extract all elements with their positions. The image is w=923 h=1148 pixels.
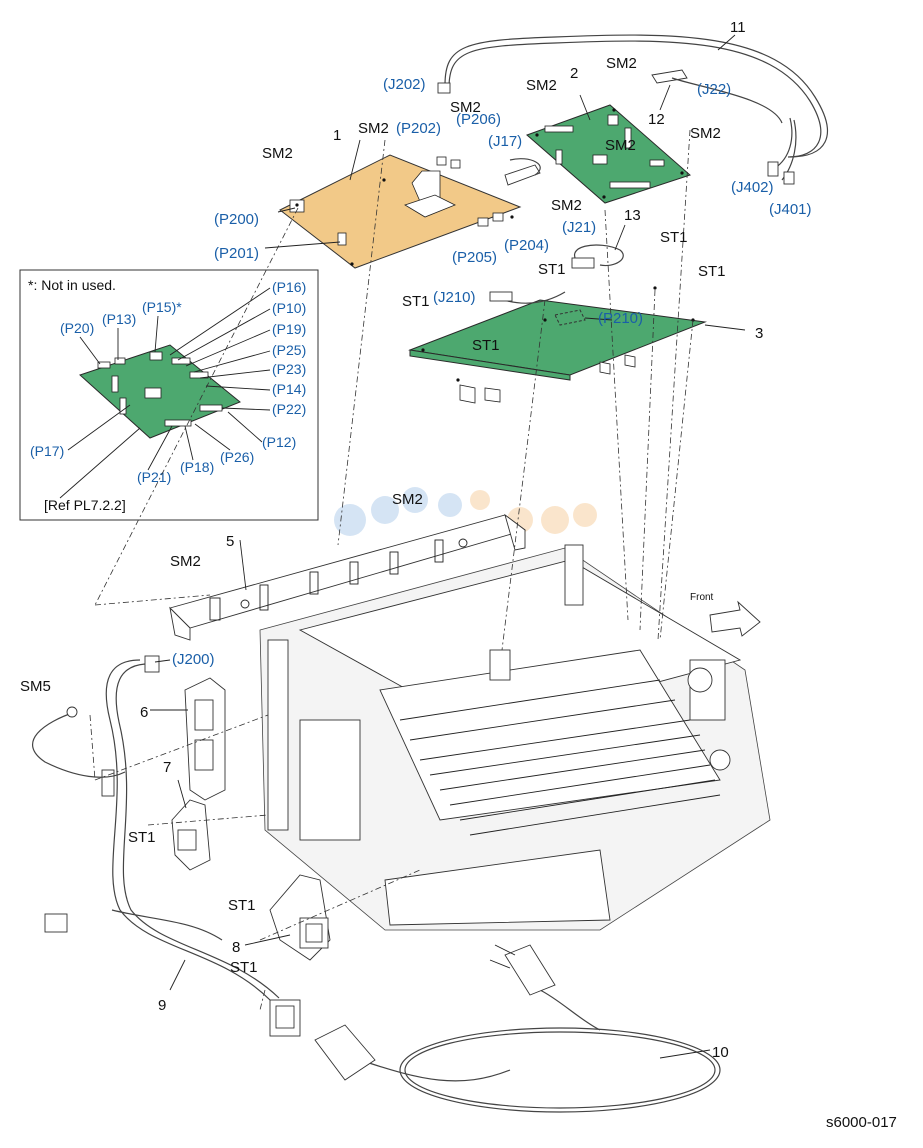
connector-label-p200: (P200) (214, 211, 259, 228)
part-number-12: 12 (648, 111, 665, 128)
inset-connector-p25: (P25) (272, 342, 306, 358)
cable-j17 (504, 158, 541, 186)
inset-connector-p20: (P20) (60, 320, 94, 336)
board-2 (526, 104, 691, 204)
screw-label-sm2: SM2 (526, 77, 557, 94)
screw-label-sm2: SM2 (262, 145, 293, 162)
part-number-2: 2 (570, 65, 578, 82)
part-number-10: 10 (712, 1044, 729, 1061)
screw-label-sm2: SM2 (605, 137, 636, 154)
cable-13 (489, 244, 624, 304)
inset-connector-p21: (P21) (137, 469, 171, 485)
screw-label-sm2: SM2 (450, 99, 481, 116)
inset-connector-p12: (P12) (262, 434, 296, 450)
part-8-inlet-bracket (269, 874, 331, 961)
connector-label-j401: (J401) (769, 201, 812, 218)
connector-label-p201: (P201) (214, 245, 259, 262)
front-arrow: Front (690, 592, 761, 637)
screw-label-st1: ST1 (538, 261, 566, 278)
inset-panel: *: Not in used. (P16) (P10) (P19) (P25) … (19, 269, 319, 521)
part-7-bracket (171, 799, 211, 871)
front-label: Front (690, 592, 714, 603)
screw-label-st1: ST1 (660, 229, 688, 246)
part-5-rail (169, 513, 526, 641)
screw-label-st1: ST1 (230, 959, 258, 976)
screw-label-st1: ST1 (698, 263, 726, 280)
part-number-11: 11 (730, 19, 746, 36)
connector-label-p206: (P206) (456, 111, 501, 128)
inset-connector-p14: (P14) (272, 381, 306, 397)
screw-label-sm2: SM2 (690, 125, 721, 142)
inset-connector-p13: (P13) (102, 311, 136, 327)
board-1 (279, 154, 522, 269)
cable-12 (651, 69, 783, 124)
connector-label-j21: (J21) (562, 219, 596, 236)
part-number-6: 6 (140, 704, 148, 721)
part-number-3: 3 (755, 325, 763, 342)
inset-reference: [Ref PL7.2.2] (44, 497, 126, 513)
screw-label-sm2: SM2 (170, 553, 201, 570)
part-number-1: 1 (333, 127, 341, 144)
screw-label-st1: ST1 (128, 829, 156, 846)
connector-label-p202: (P202) (396, 120, 441, 137)
screw-label-st1: ST1 (228, 897, 256, 914)
printer-chassis (259, 544, 771, 931)
screw-label-st1: ST1 (402, 293, 430, 310)
screw-label-sm2: SM2 (551, 197, 582, 214)
part-number-labels: 1 2 3 5 6 7 8 9 10 11 12 13 (140, 19, 763, 1061)
inset-connector-p15: (P15)* (142, 299, 182, 315)
inset-note: *: Not in used. (28, 277, 116, 293)
board-3 (408, 286, 707, 404)
cable-11 (437, 34, 828, 185)
inset-connector-p26: (P26) (220, 449, 254, 465)
connector-label-j200: (J200) (172, 651, 215, 668)
screw-labels: SM2 SM2 SM2 SM2 SM2 SM2 SM2 SM2 SM2 SM2 … (20, 55, 726, 976)
screw-label-sm5: SM5 (20, 678, 51, 695)
connector-labels: (J202) (P202) (P206) (J17) (J22) (P200) … (172, 76, 812, 668)
part-number-7: 7 (163, 759, 171, 776)
power-cord-10 (314, 944, 721, 1113)
part-number-9: 9 (158, 997, 166, 1014)
part-number-8: 8 (232, 939, 240, 956)
inset-chip (144, 387, 162, 399)
inset-connector-p23: (P23) (272, 361, 306, 377)
connector-label-j17: (J17) (488, 133, 522, 150)
screw-label-sm2: SM2 (606, 55, 637, 72)
inset-connector-p10: (P10) (272, 300, 306, 316)
connector-label-p204: (P204) (504, 237, 549, 254)
screw-label-sm2: SM2 (358, 120, 389, 137)
inset-connector-p22: (P22) (272, 401, 306, 417)
part-number-13: 13 (624, 207, 641, 224)
connector-label-j22: (J22) (697, 81, 731, 98)
connector-label-j402: (J402) (731, 179, 774, 196)
leader-lines (89, 34, 746, 1059)
inset-connector-p19: (P19) (272, 321, 306, 337)
connector-label-j210: (J210) (433, 289, 476, 306)
screw-label-sm2: SM2 (392, 491, 423, 508)
part-number-5: 5 (226, 533, 234, 550)
figure-id: s6000-017 (826, 1114, 897, 1131)
inset-connector-p16: (P16) (272, 279, 306, 295)
harness-9 (32, 655, 301, 1037)
connector-label-j202: (J202) (383, 76, 426, 93)
inset-connector-p18: (P18) (180, 459, 214, 475)
inset-connector-p17: (P17) (30, 443, 64, 459)
connector-label-p205: (P205) (452, 249, 497, 266)
connector-label-p210: (P210) (598, 310, 643, 327)
screw-label-st1: ST1 (472, 337, 500, 354)
